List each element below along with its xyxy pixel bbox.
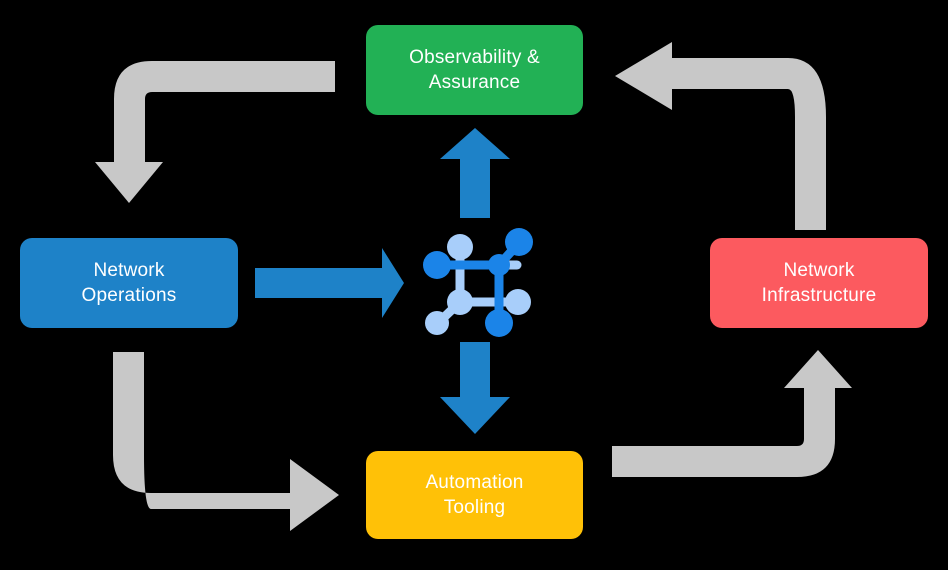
topology-nodes-primary — [423, 228, 533, 337]
network-topology-icon — [423, 228, 533, 337]
connector-operations-to-automation — [113, 352, 339, 531]
node-network-operations[interactable]: Network Operations — [20, 238, 238, 328]
connector-infrastructure-to-observability — [615, 42, 826, 230]
connector-automation-to-infrastructure — [612, 350, 852, 477]
node-network-infrastructure[interactable]: Network Infrastructure — [710, 238, 928, 328]
topology-nodes-secondary — [425, 234, 531, 335]
connector-observability-to-operations — [95, 61, 335, 203]
node-observability-assurance[interactable]: Observability & Assurance — [366, 25, 583, 115]
connector-center-to-observability — [440, 128, 510, 218]
connector-operations-to-center — [255, 248, 404, 318]
node-automation-tooling[interactable]: Automation Tooling — [366, 451, 583, 539]
connector-center-to-automation — [440, 342, 510, 434]
